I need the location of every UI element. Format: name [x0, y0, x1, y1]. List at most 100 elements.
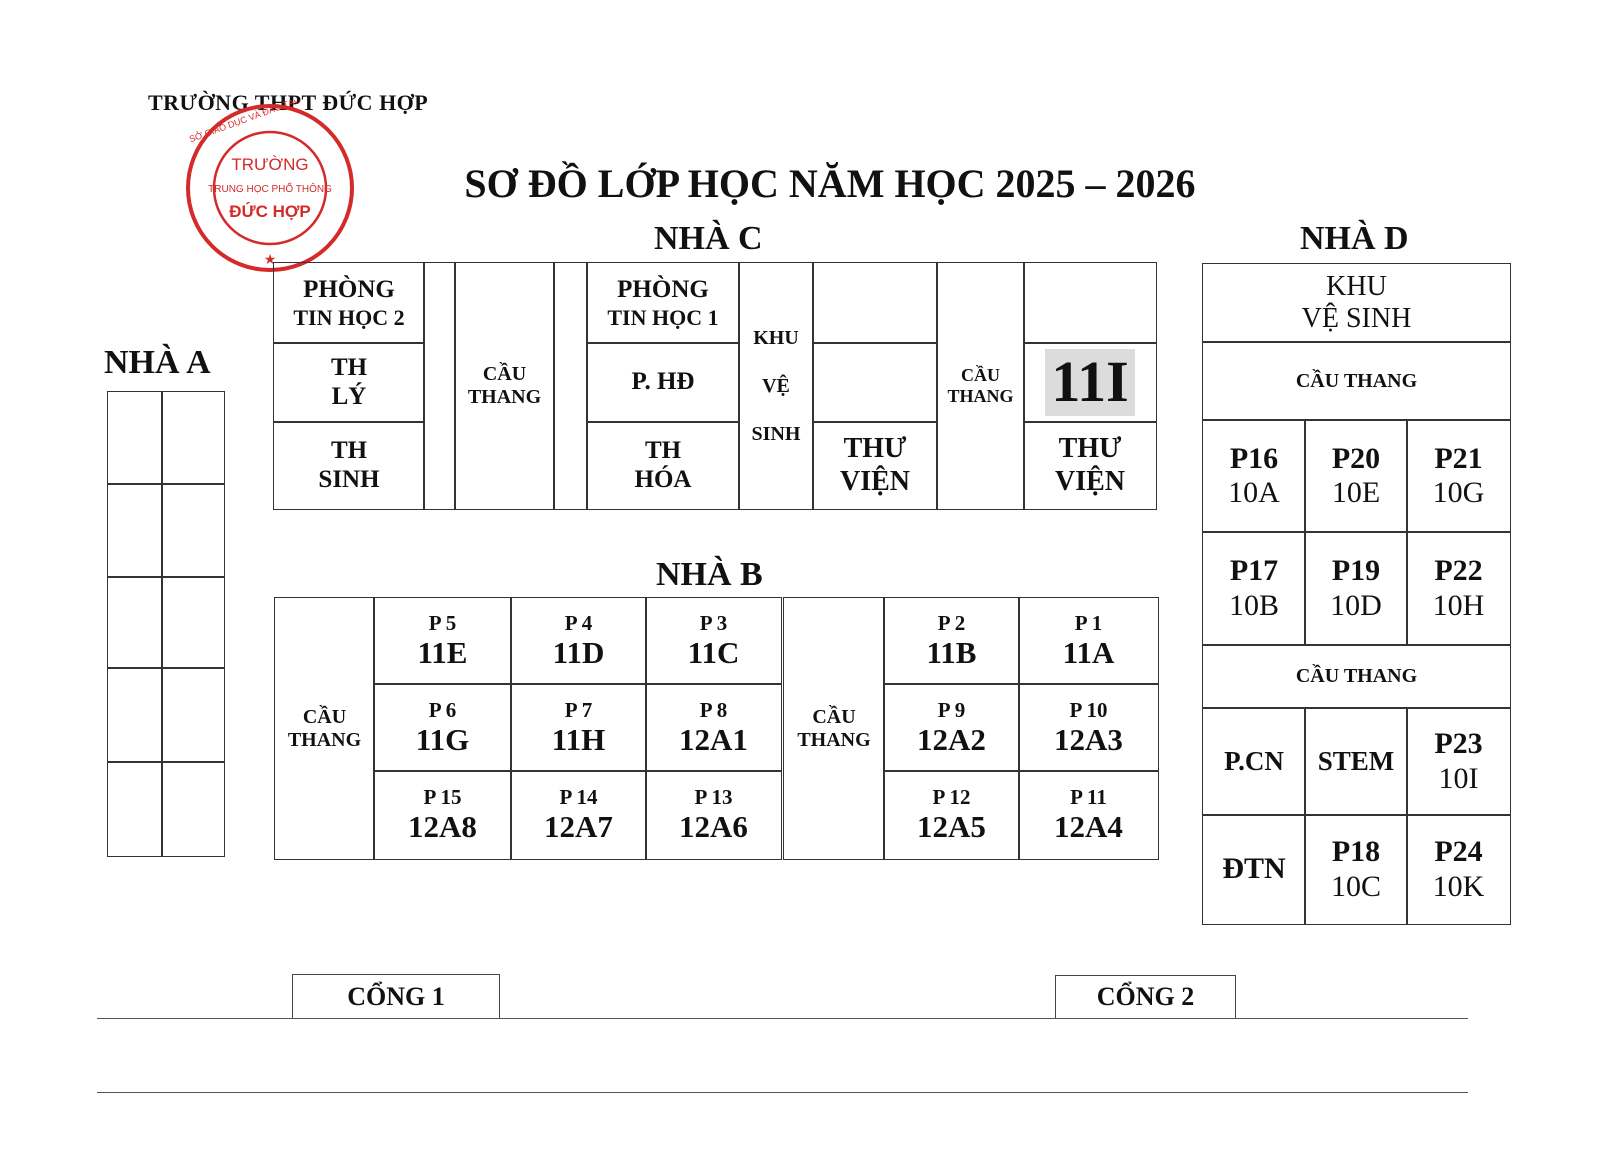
room-number: P17: [1229, 554, 1279, 587]
room-number: P19: [1331, 554, 1381, 587]
chemistry-lab: TH HÓA: [586, 421, 740, 510]
class-name: 10G: [1432, 476, 1485, 509]
class-11i-room: 11I: [1023, 342, 1157, 423]
library-1: THƯ VIỆN: [812, 421, 938, 510]
physics-lab: TH LÝ: [273, 342, 425, 423]
room-number: P 15: [423, 785, 462, 810]
staircase: CẦU THANG: [274, 597, 375, 860]
room-number: P 14: [559, 785, 598, 810]
room-number: P 3: [699, 611, 728, 636]
class-name: 11C: [687, 635, 740, 671]
room-p23: P23 10I: [1406, 707, 1511, 816]
building-d-label: NHÀ D: [1300, 220, 1409, 257]
class-name: 10E: [1331, 476, 1381, 509]
class-name: 12A6: [679, 809, 748, 845]
staircase: CẦU THANG: [783, 597, 885, 860]
class-name: 12A5: [917, 809, 986, 845]
class-name: 12A4: [1054, 809, 1123, 845]
class-name: 11E: [417, 635, 468, 671]
svg-text:ĐỨC HỢP: ĐỨC HỢP: [229, 202, 311, 221]
stem-room: STEM: [1304, 707, 1408, 816]
staircase: CẦU THANG: [1202, 644, 1511, 709]
youth-union-room: ĐTN: [1202, 814, 1306, 925]
council-room: P. HĐ: [586, 342, 740, 423]
building-a: [107, 391, 225, 857]
staircase: CẦU THANG: [1202, 341, 1511, 421]
room-number: P 13: [694, 785, 733, 810]
room-p18: P18 10C: [1304, 814, 1408, 925]
class-name: 12A1: [679, 721, 748, 757]
class-name: 10A: [1228, 476, 1280, 509]
class-name: 11H: [551, 721, 606, 757]
school-seal: SỞ GIÁO DỤC VÀ ĐÀO TẠO TRƯỜNG TRUNG HỌC …: [182, 94, 358, 276]
room-number: P 11: [1070, 785, 1107, 810]
building-d: KHU VỆ SINH CẦU THANG CẦU THANG P.CN STE…: [1202, 263, 1511, 925]
room-number: P 12: [932, 785, 971, 810]
restroom: KHU VỆ SINH: [738, 262, 814, 510]
road-line-top: [97, 1018, 1468, 1019]
biology-lab: TH SINH: [273, 421, 425, 510]
restroom: KHU VỆ SINH: [1202, 263, 1511, 343]
gate-1: CỔNG 1: [292, 974, 500, 1018]
building-c: PHÒNG TIN HỌC 2 TH LÝ TH SINH CẦU THANG …: [273, 262, 1157, 510]
room-number: P 5: [428, 611, 457, 636]
room-number: P 10: [1069, 697, 1108, 722]
staircase: CẦU THANG: [936, 262, 1025, 510]
class-name: 11D: [552, 635, 605, 671]
class-name: 10D: [1330, 588, 1382, 622]
building-b-label: NHÀ B: [656, 556, 763, 593]
room-p24: P24 10K: [1406, 814, 1511, 925]
class-name: 12A8: [408, 809, 477, 845]
class-name: 12A3: [1054, 721, 1123, 757]
class-name: 11A: [1062, 635, 1115, 671]
room-number: P22: [1434, 554, 1483, 587]
room-number: P 9: [937, 697, 966, 722]
room-number: P 8: [699, 697, 728, 722]
computer-room-1: PHÒNG TIN HỌC 1: [586, 262, 740, 344]
class-name: 10B: [1228, 588, 1279, 622]
school-name: TRƯỜNG THPT ĐỨC HỢP: [148, 90, 429, 115]
building-c-label: NHÀ C: [654, 220, 763, 257]
technology-room: P.CN: [1202, 707, 1306, 816]
library-2: THƯ VIỆN: [1023, 421, 1157, 510]
staircase: CẦU THANG: [454, 262, 555, 510]
class-name: 11B: [926, 635, 977, 671]
class-name: 12A2: [917, 721, 986, 757]
building-a-label: NHÀ A: [104, 344, 211, 381]
room-number: P16: [1229, 441, 1279, 475]
svg-text:TRUNG HỌC PHỔ THÔNG: TRUNG HỌC PHỔ THÔNG: [208, 182, 332, 195]
road-line-bottom: [97, 1092, 1468, 1093]
room-number: P 7: [564, 697, 593, 722]
room-number: P20: [1331, 441, 1381, 475]
room-number: P 4: [564, 611, 593, 636]
class-name: 10H: [1432, 588, 1485, 622]
room-number: P 6: [428, 697, 457, 722]
class-name: 12A7: [544, 809, 613, 845]
room-number: P 1: [1074, 611, 1103, 636]
svg-text:TRƯỜNG: TRƯỜNG: [231, 155, 308, 174]
room-number: P 2: [937, 611, 966, 636]
computer-room-2: PHÒNG TIN HỌC 2: [273, 262, 425, 344]
